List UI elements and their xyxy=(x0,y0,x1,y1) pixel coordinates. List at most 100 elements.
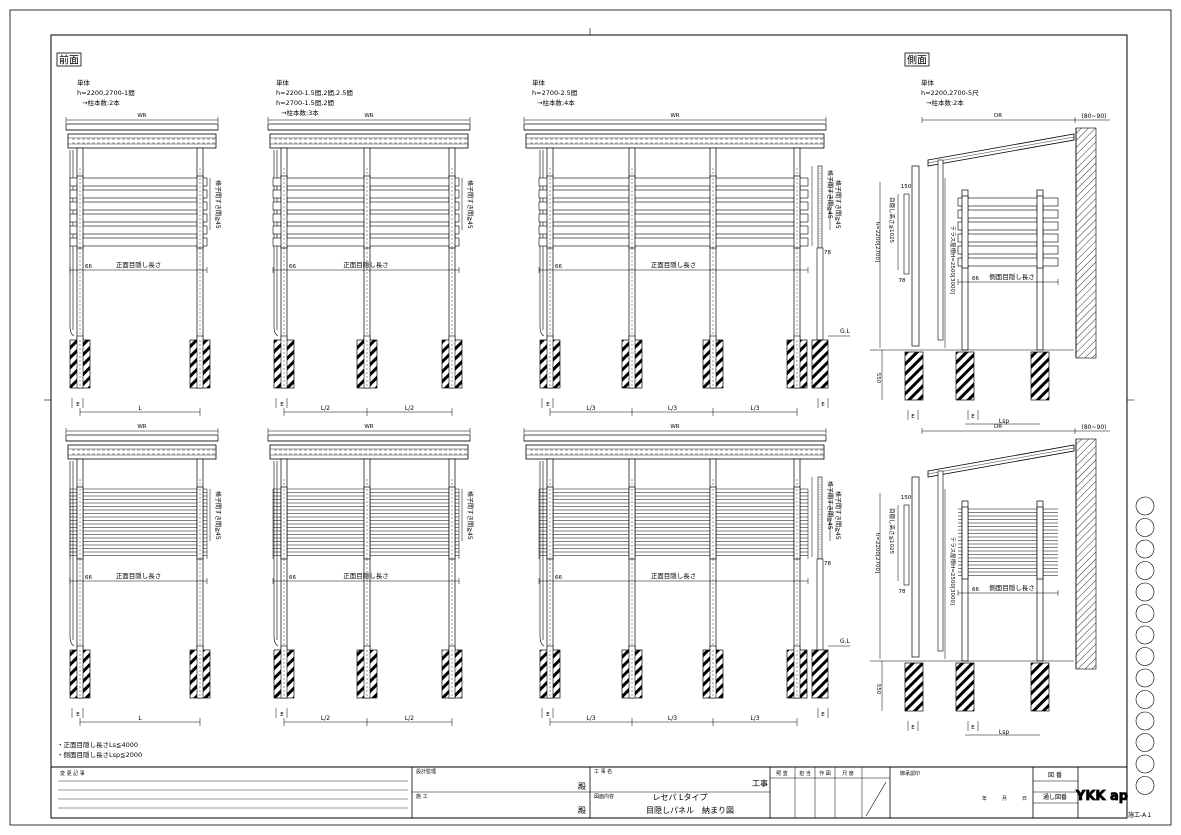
wr-label: WR xyxy=(137,424,146,430)
screen-board xyxy=(69,201,208,211)
svg-text:E: E xyxy=(971,414,975,420)
roof-cap xyxy=(267,123,471,131)
dim-66: 66 xyxy=(555,575,562,581)
screen-height-label: 目隠し高さ≦1025 xyxy=(888,508,896,555)
approval-label: 御承認印 xyxy=(900,770,920,777)
e-label: E xyxy=(546,402,550,408)
lsp-label: Lsp xyxy=(999,729,1009,736)
screen-board xyxy=(69,237,208,247)
construction-label: 施 工 xyxy=(416,793,428,800)
screen-board xyxy=(538,201,809,211)
screen-board xyxy=(69,225,208,235)
content-label: 図面内容 xyxy=(594,793,614,800)
margin-circle xyxy=(1135,647,1155,666)
foundation xyxy=(904,351,924,401)
margin-circle xyxy=(1135,561,1155,580)
dim-78: 78 xyxy=(824,250,831,256)
lsp-label: Lsp xyxy=(999,418,1009,425)
wr-label: WR xyxy=(137,113,146,119)
gl-label: G.L xyxy=(840,638,851,645)
svg-text:E: E xyxy=(821,402,825,408)
foundation xyxy=(1030,662,1050,712)
svg-text:h=2700-2.5間: h=2700-2.5間 xyxy=(532,89,577,97)
margin-circle xyxy=(1135,690,1155,709)
design-honorific: 殿 xyxy=(578,782,586,791)
span-label: L/2 xyxy=(405,405,414,412)
wr-label: WR xyxy=(364,424,373,430)
gap-label: 格子間すき間≧45 xyxy=(214,180,222,229)
front-view-3-note: 単体 h=2700-2.5間 →柱本数:4本 xyxy=(532,78,577,107)
wr-label: WR xyxy=(670,424,679,430)
margin-circles xyxy=(1135,496,1155,795)
gap-label: 格子間すき間≧45 xyxy=(466,491,474,540)
front-view-1-note: 単体 h=2200,2700-1間 →柱本数:2本 xyxy=(77,78,135,107)
roof-gutter xyxy=(67,133,217,149)
roof-cap xyxy=(65,123,219,131)
outer-border xyxy=(9,9,1172,826)
e-label: E xyxy=(76,712,80,718)
span-label: L xyxy=(138,715,142,722)
dim-78: 78 xyxy=(899,589,906,595)
front-view-2-note: 単体 h=2200-1.5間,2間,2.5間 h=2700-1.5間,2間 →柱… xyxy=(276,78,353,117)
side-screen xyxy=(903,193,910,275)
screen-board xyxy=(538,189,809,199)
roof-gutter xyxy=(525,133,825,149)
dim-150: 150 xyxy=(901,495,912,501)
svg-text:格子間すき間≧45: 格子間すき間≧45 xyxy=(826,481,834,530)
span-label: L/3 xyxy=(750,715,759,722)
svg-text:単体: 単体 xyxy=(921,78,935,87)
screen-board xyxy=(69,177,208,187)
dim-66: 66 xyxy=(289,575,296,581)
e-label: E xyxy=(280,402,284,408)
e-label: E xyxy=(76,402,80,408)
serial-label: 通し図番 xyxy=(1043,793,1067,801)
wr-label: WR xyxy=(364,113,373,119)
svg-text:E: E xyxy=(821,712,825,718)
panel-length-label: 正面目隠し長さ xyxy=(116,260,162,269)
drawing-title: 目隠しパネル 納まり図 xyxy=(646,805,734,815)
title-block xyxy=(50,766,1128,819)
foundation xyxy=(1030,351,1050,401)
screen-board xyxy=(957,233,1059,243)
screen-height-label: 目隠し高さ≦1025 xyxy=(888,197,896,244)
gap-label: 格子間すき間≧45 xyxy=(834,180,842,229)
range-label: (80~90) xyxy=(1082,424,1107,431)
date-year: 年 xyxy=(982,795,987,802)
design-label: 設計監理 xyxy=(416,768,436,775)
screen-board xyxy=(538,237,809,247)
gap-label: 格子間すき間≧45 xyxy=(214,491,222,540)
wall xyxy=(1075,438,1097,670)
screen-board xyxy=(957,245,1059,255)
approval-col-3: 作 図 xyxy=(819,770,831,777)
e-label: E xyxy=(911,725,915,731)
screen-board xyxy=(957,257,1059,267)
span-label: L/3 xyxy=(586,715,595,722)
panel-length-label: 正面目隠し長さ xyxy=(651,571,697,580)
front-section-box xyxy=(56,52,82,67)
span-label: L/3 xyxy=(750,405,759,412)
margin-circle xyxy=(1135,754,1155,774)
svg-text:E: E xyxy=(971,725,975,731)
span-label: L/2 xyxy=(321,715,330,722)
dim-78: 78 xyxy=(899,278,906,284)
construction-honorific: 殿 xyxy=(578,806,586,815)
note-front-length: ・正面目隠し長さLs≦4000 xyxy=(57,740,138,749)
project-suffix: 工事 xyxy=(752,778,768,788)
dim-66: 66 xyxy=(85,264,92,270)
revision-label: 変 更 記 事 xyxy=(60,770,85,777)
front-post xyxy=(911,165,920,347)
dr-label: DR xyxy=(994,424,1002,430)
roof-cap xyxy=(523,434,827,442)
svg-text:h=2200-1.5間,2間,2.5間: h=2200-1.5間,2間,2.5間 xyxy=(276,89,353,97)
svg-text:h=2200,2700-5尺: h=2200,2700-5尺 xyxy=(921,89,979,97)
dim-78: 78 xyxy=(824,561,831,567)
side-view-note: 単体 h=2200,2700-5尺 →柱本数:2本 xyxy=(921,78,979,107)
ykk-logo: YKK ap xyxy=(1075,789,1128,804)
dim-550: 550 xyxy=(875,373,881,384)
panel-length-label: 正面目隠し長さ xyxy=(343,260,389,269)
